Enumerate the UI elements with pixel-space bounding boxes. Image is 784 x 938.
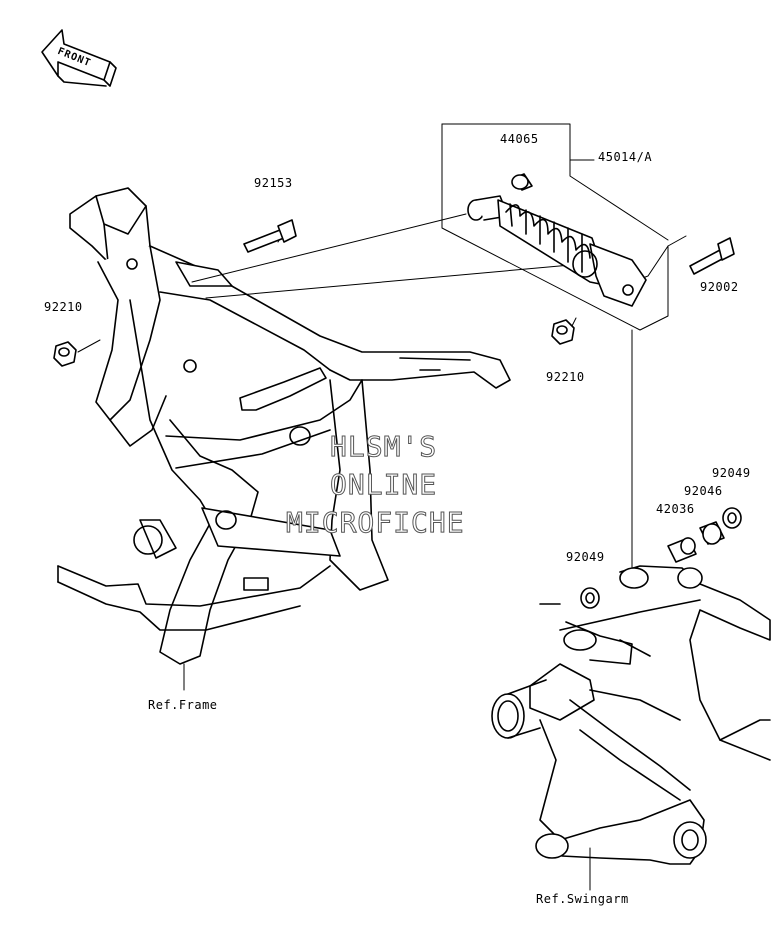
label-92046: 92046 <box>684 484 723 498</box>
bolt-92153 <box>243 219 297 253</box>
collar-92049-low <box>580 587 600 609</box>
watermark-line-2: ONLINE <box>329 468 438 502</box>
label-92002: 92002 <box>700 280 739 294</box>
nut-92210-left <box>53 341 77 367</box>
swingarm-drawing <box>491 565 771 865</box>
leader-lines <box>77 213 687 891</box>
label-92210-left: 92210 <box>44 300 83 314</box>
label-42036: 42036 <box>656 502 695 516</box>
ref-swingarm-label: Ref.Swingarm <box>536 892 629 906</box>
shock-absorber <box>467 173 647 307</box>
collar-92049-top <box>722 507 742 529</box>
frame-drawing <box>57 187 511 665</box>
ref-frame-label: Ref.Frame <box>148 698 218 712</box>
watermark-line-3: MICROFICHE <box>286 506 465 540</box>
watermark-line-1: HLSM'S <box>329 430 438 464</box>
bolt-92002 <box>689 237 735 275</box>
label-92049-low: 92049 <box>566 550 605 564</box>
label-45014-a: 45014/A <box>598 150 653 164</box>
label-92210-right: 92210 <box>546 370 585 384</box>
label-92049-top: 92049 <box>712 466 751 480</box>
front-arrow-icon <box>41 29 117 87</box>
nut-92210-right <box>551 319 575 345</box>
kit-bracket <box>441 123 669 331</box>
sleeve-42036 <box>667 537 697 563</box>
label-44065: 44065 <box>500 132 539 146</box>
label-92153: 92153 <box>254 176 293 190</box>
bearing-92046 <box>699 521 725 545</box>
